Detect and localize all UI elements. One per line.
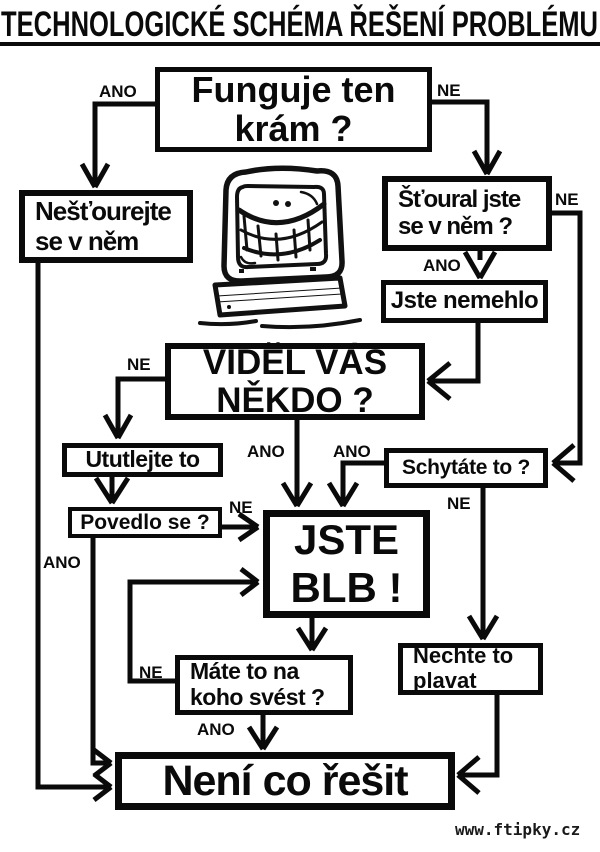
node-text: se v něm ? bbox=[398, 212, 513, 240]
node-text: plavat bbox=[413, 668, 477, 693]
node-nestourejte: Nešťourejte se v něm bbox=[19, 190, 193, 263]
edge-funguje-ne-line bbox=[432, 99, 503, 176]
edge-label-ne: NE bbox=[127, 355, 151, 374]
edge-nechte-line bbox=[456, 695, 500, 795]
edge-label-ano: ANO bbox=[197, 720, 235, 739]
node-text: Šťoural jste bbox=[398, 185, 521, 213]
node-funguje-ten-kram: Funguje ten krám ? bbox=[155, 67, 432, 152]
node-text: JSTE bbox=[293, 515, 400, 563]
node-schytate-to: Schytáte to ? bbox=[384, 448, 548, 488]
edge-label-ano: ANO bbox=[423, 256, 461, 275]
node-text: Ututlejte to bbox=[85, 446, 200, 473]
node-mate-to-na-koho-svest: Máte to na koho svést ? bbox=[175, 655, 353, 715]
node-ututlejte-to: Ututlejte to bbox=[62, 443, 223, 477]
edge-schytate-ne-line bbox=[466, 488, 500, 641]
node-text: NĚKDO ? bbox=[216, 380, 374, 420]
edge-stoural-ano-line bbox=[462, 250, 498, 280]
node-stoural-jste: Šťoural jste se v něm ? bbox=[382, 176, 552, 251]
page-title-text: TECHNOLOGICKÉ SCHÉMA ŘEŠENÍ PROBLÉMU bbox=[1, 4, 598, 44]
node-text: Není co řešit bbox=[162, 756, 408, 805]
edge-ututlejte-line bbox=[93, 476, 131, 505]
node-text: VIDĚL VÁS bbox=[202, 342, 388, 382]
edge-jsteblb-mate-line bbox=[295, 618, 329, 652]
edge-funguje-ano-line bbox=[79, 101, 155, 189]
edge-label-ne: NE bbox=[139, 663, 163, 682]
node-text: Nešťourejte bbox=[35, 196, 172, 227]
edge-videl-ne-line bbox=[102, 376, 165, 440]
edge-povedlo-ne-line bbox=[222, 511, 260, 543]
title-underline bbox=[0, 42, 600, 46]
node-text: Povedlo se ? bbox=[80, 510, 210, 534]
edge-label-ne: NE bbox=[447, 494, 471, 513]
node-povedlo-se: Povedlo se ? bbox=[68, 507, 222, 538]
edge-label-ano: ANO bbox=[99, 82, 137, 101]
node-text: se v něm bbox=[35, 225, 139, 256]
edge-videl-ano-line bbox=[280, 420, 314, 508]
node-text: Nechte to bbox=[413, 643, 514, 669]
edge-povedlo-ano-line bbox=[90, 538, 113, 778]
node-videl-vas-nekdo: VIDĚL VÁS NĚKDO ? bbox=[165, 343, 425, 420]
node-text: krám ? bbox=[234, 107, 353, 149]
edge-label-ano: ANO bbox=[333, 442, 371, 461]
edge-label-ano: ANO bbox=[43, 553, 81, 572]
website-credit: www.ftipky.cz bbox=[455, 820, 581, 839]
node-nechte-to-plavat: Nechte to plavat bbox=[398, 643, 543, 695]
edge-label-ne: NE bbox=[229, 498, 253, 517]
node-text: Funguje ten bbox=[191, 68, 396, 110]
node-text: Máte to na bbox=[190, 658, 299, 685]
edge-schytate-ano-line bbox=[326, 460, 384, 508]
node-text: Schytáte to ? bbox=[402, 456, 530, 480]
edge-label-ne: NE bbox=[437, 81, 461, 100]
node-jste-blb: JSTE BLB ! bbox=[263, 510, 430, 618]
edge-mate-ano-line bbox=[246, 715, 280, 751]
node-jste-nemehlo: Jste nemehlo bbox=[381, 280, 548, 323]
edge-nemehlo-videl-line bbox=[426, 323, 481, 401]
crt-monitor-icon bbox=[198, 165, 362, 330]
node-text: Jste nemehlo bbox=[390, 287, 539, 315]
page-title: TECHNOLOGICKÉ SCHÉMA ŘEŠENÍ PROBLÉMU bbox=[1, 4, 598, 44]
node-text: koho svést ? bbox=[190, 684, 325, 710]
edge-stoural-ne-line bbox=[551, 210, 583, 483]
edge-label-ne: NE bbox=[555, 190, 579, 209]
node-neni-co-resit: Není co řešit bbox=[115, 752, 455, 810]
node-text: BLB ! bbox=[290, 564, 403, 611]
edge-label-ano: ANO bbox=[247, 442, 285, 461]
